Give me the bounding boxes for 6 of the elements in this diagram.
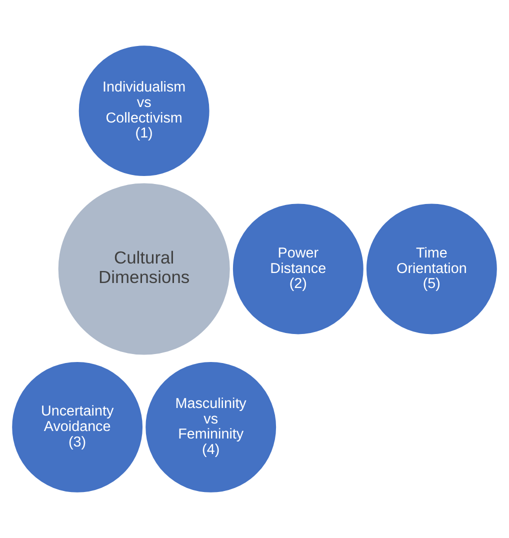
node-circle: Cultural Dimensions	[58, 183, 230, 355]
node-circle: Power Distance (2)	[232, 204, 364, 334]
node-circle: Uncertainty Avoidance (3)	[12, 362, 143, 492]
node-circle: Masculinity vs Femininity (4)	[146, 362, 276, 492]
node-circle: Time Orientation (5)	[366, 204, 497, 334]
node-circle: Individualism vs Collectivism (1)	[78, 46, 210, 176]
